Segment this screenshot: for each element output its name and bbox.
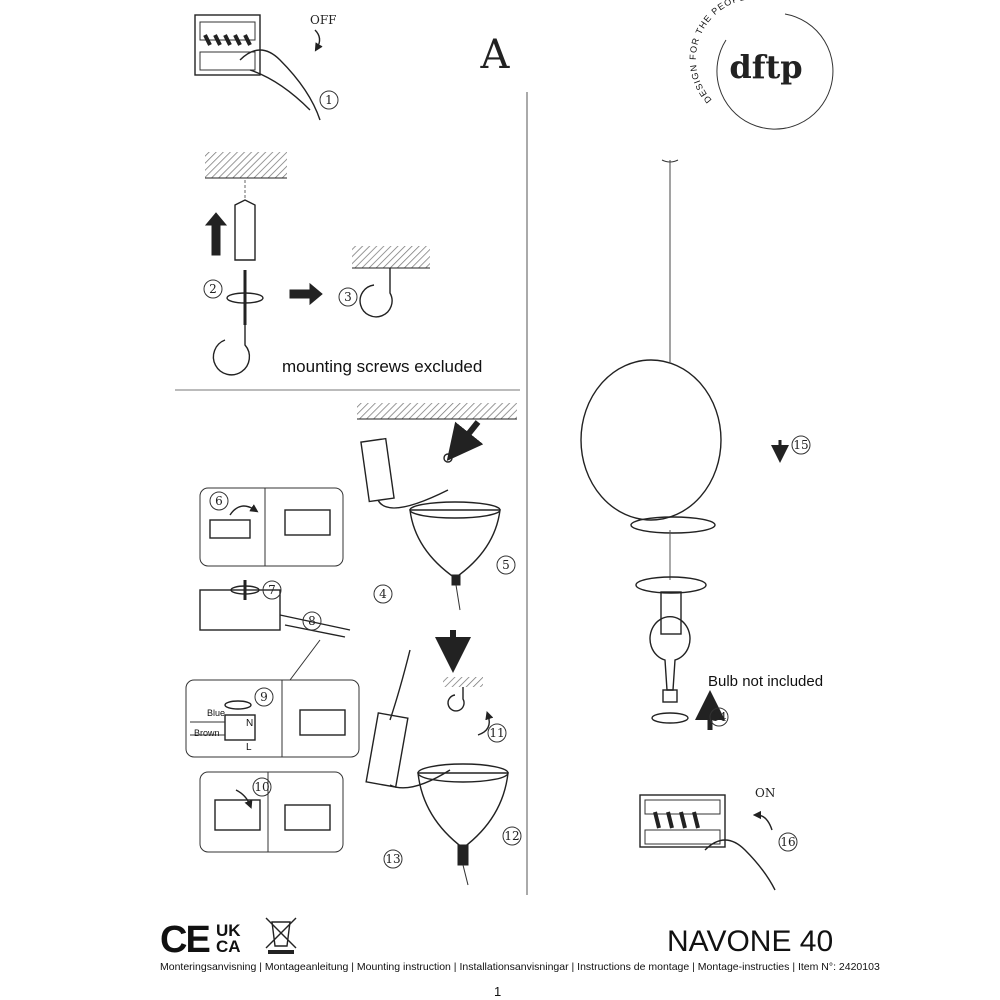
step-9: 9 — [254, 687, 274, 707]
svg-text:11: 11 — [489, 726, 504, 740]
svg-text:9: 9 — [260, 690, 268, 704]
svg-text:1: 1 — [325, 93, 333, 107]
svg-text:2: 2 — [209, 282, 217, 296]
document-description: Monteringsanvisning | Montageanleitung |… — [160, 961, 880, 973]
pendant-lamp-illustration — [580, 159, 789, 730]
ceiling-anchor-illustration — [204, 152, 430, 376]
svg-text:16: 16 — [780, 835, 795, 849]
step-11: 11 — [487, 723, 507, 743]
svg-text:CA: CA — [216, 937, 241, 956]
canopy-illustration-bottom — [365, 649, 509, 886]
step-2: 2 — [203, 279, 223, 299]
svg-text:N: N — [246, 718, 253, 729]
step-14: 14 — [709, 707, 729, 727]
svg-text:Brown: Brown — [194, 728, 220, 738]
certification-marks: CE UK CA — [160, 917, 297, 961]
svg-text:8: 8 — [308, 614, 316, 628]
step-5: 5 — [496, 555, 516, 575]
svg-text:Blue: Blue — [207, 708, 225, 718]
step-15: 15 — [791, 435, 811, 455]
product-name: NAVONE 40 — [667, 925, 834, 958]
bulb-note: Bulb not included — [708, 673, 823, 690]
svg-text:5: 5 — [502, 558, 510, 572]
svg-text:dftp: dftp — [729, 48, 802, 86]
step-13: 13 — [383, 849, 403, 869]
svg-text:OFF: OFF — [310, 13, 337, 27]
svg-text:7: 7 — [268, 583, 276, 597]
svg-text:14: 14 — [711, 710, 727, 724]
svg-text:12: 12 — [504, 829, 519, 843]
svg-text:3: 3 — [344, 290, 352, 304]
svg-text:6: 6 — [215, 494, 223, 508]
step-3: 3 — [338, 287, 358, 307]
weee-bin-icon — [265, 917, 297, 954]
step-numbers: 1 2 3 4 5 6 7 8 9 10 11 12 13 14 15 16 — [203, 90, 811, 869]
fuse-box-on-illustration: ON — [639, 786, 776, 891]
svg-text:4: 4 — [379, 587, 387, 601]
ukca-mark: UK — [216, 921, 241, 940]
svg-text:10: 10 — [254, 780, 269, 794]
terminal-block-illustration: Blue Brown N L — [185, 487, 360, 853]
step-6: 6 — [209, 491, 229, 511]
step-8: 8 — [302, 611, 322, 631]
step-1: 1 — [319, 90, 339, 110]
svg-text:13: 13 — [385, 852, 400, 866]
mounting-screws-note: mounting screws excluded — [282, 357, 482, 376]
canopy-illustration-top — [357, 403, 517, 673]
svg-text:ON: ON — [755, 786, 775, 800]
step-16: 16 — [778, 832, 798, 852]
section-label: A — [480, 32, 511, 78]
page-number: 1 — [494, 984, 502, 999]
fuse-box-off-illustration: OFF — [194, 13, 337, 121]
step-4: 4 — [373, 584, 393, 604]
ce-mark: CE — [160, 919, 209, 961]
dftp-logo: DESIGN FOR THE PEOPLE dftp — [688, 0, 834, 130]
svg-text:L: L — [246, 742, 252, 753]
svg-text:15: 15 — [793, 438, 808, 452]
step-7: 7 — [262, 580, 282, 600]
step-10: 10 — [252, 777, 272, 797]
step-12: 12 — [502, 826, 522, 846]
